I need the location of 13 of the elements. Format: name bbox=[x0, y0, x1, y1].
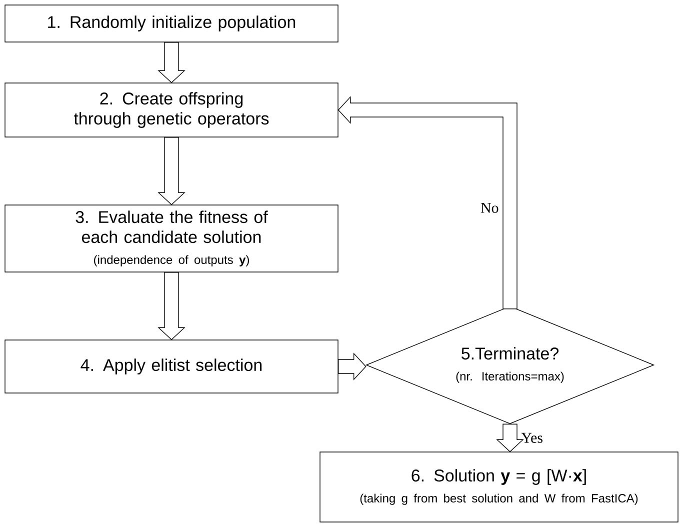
process-box: 3. Evaluate the fitness of each candidate solution (independence of outputs y) bbox=[4, 204, 338, 272]
process-box: 4. Apply elitist selection bbox=[4, 340, 338, 394]
edge-label: Yes bbox=[521, 432, 542, 443]
block-arrow bbox=[158, 137, 186, 206]
block-arrow bbox=[338, 352, 366, 380]
block-arrow bbox=[496, 424, 524, 452]
block-arrow bbox=[158, 42, 186, 84]
process-box: 6. Solution y = g [W·x] (taking g from best solution and W from FastICA) bbox=[320, 452, 678, 522]
block-arrow bbox=[338, 96, 518, 310]
edge-label: No bbox=[480, 202, 498, 213]
process-box: 1. Randomly initialize population bbox=[4, 4, 338, 42]
block-arrow bbox=[158, 272, 186, 340]
process-box: 2. Create offspring through genetic operators bbox=[4, 82, 338, 138]
